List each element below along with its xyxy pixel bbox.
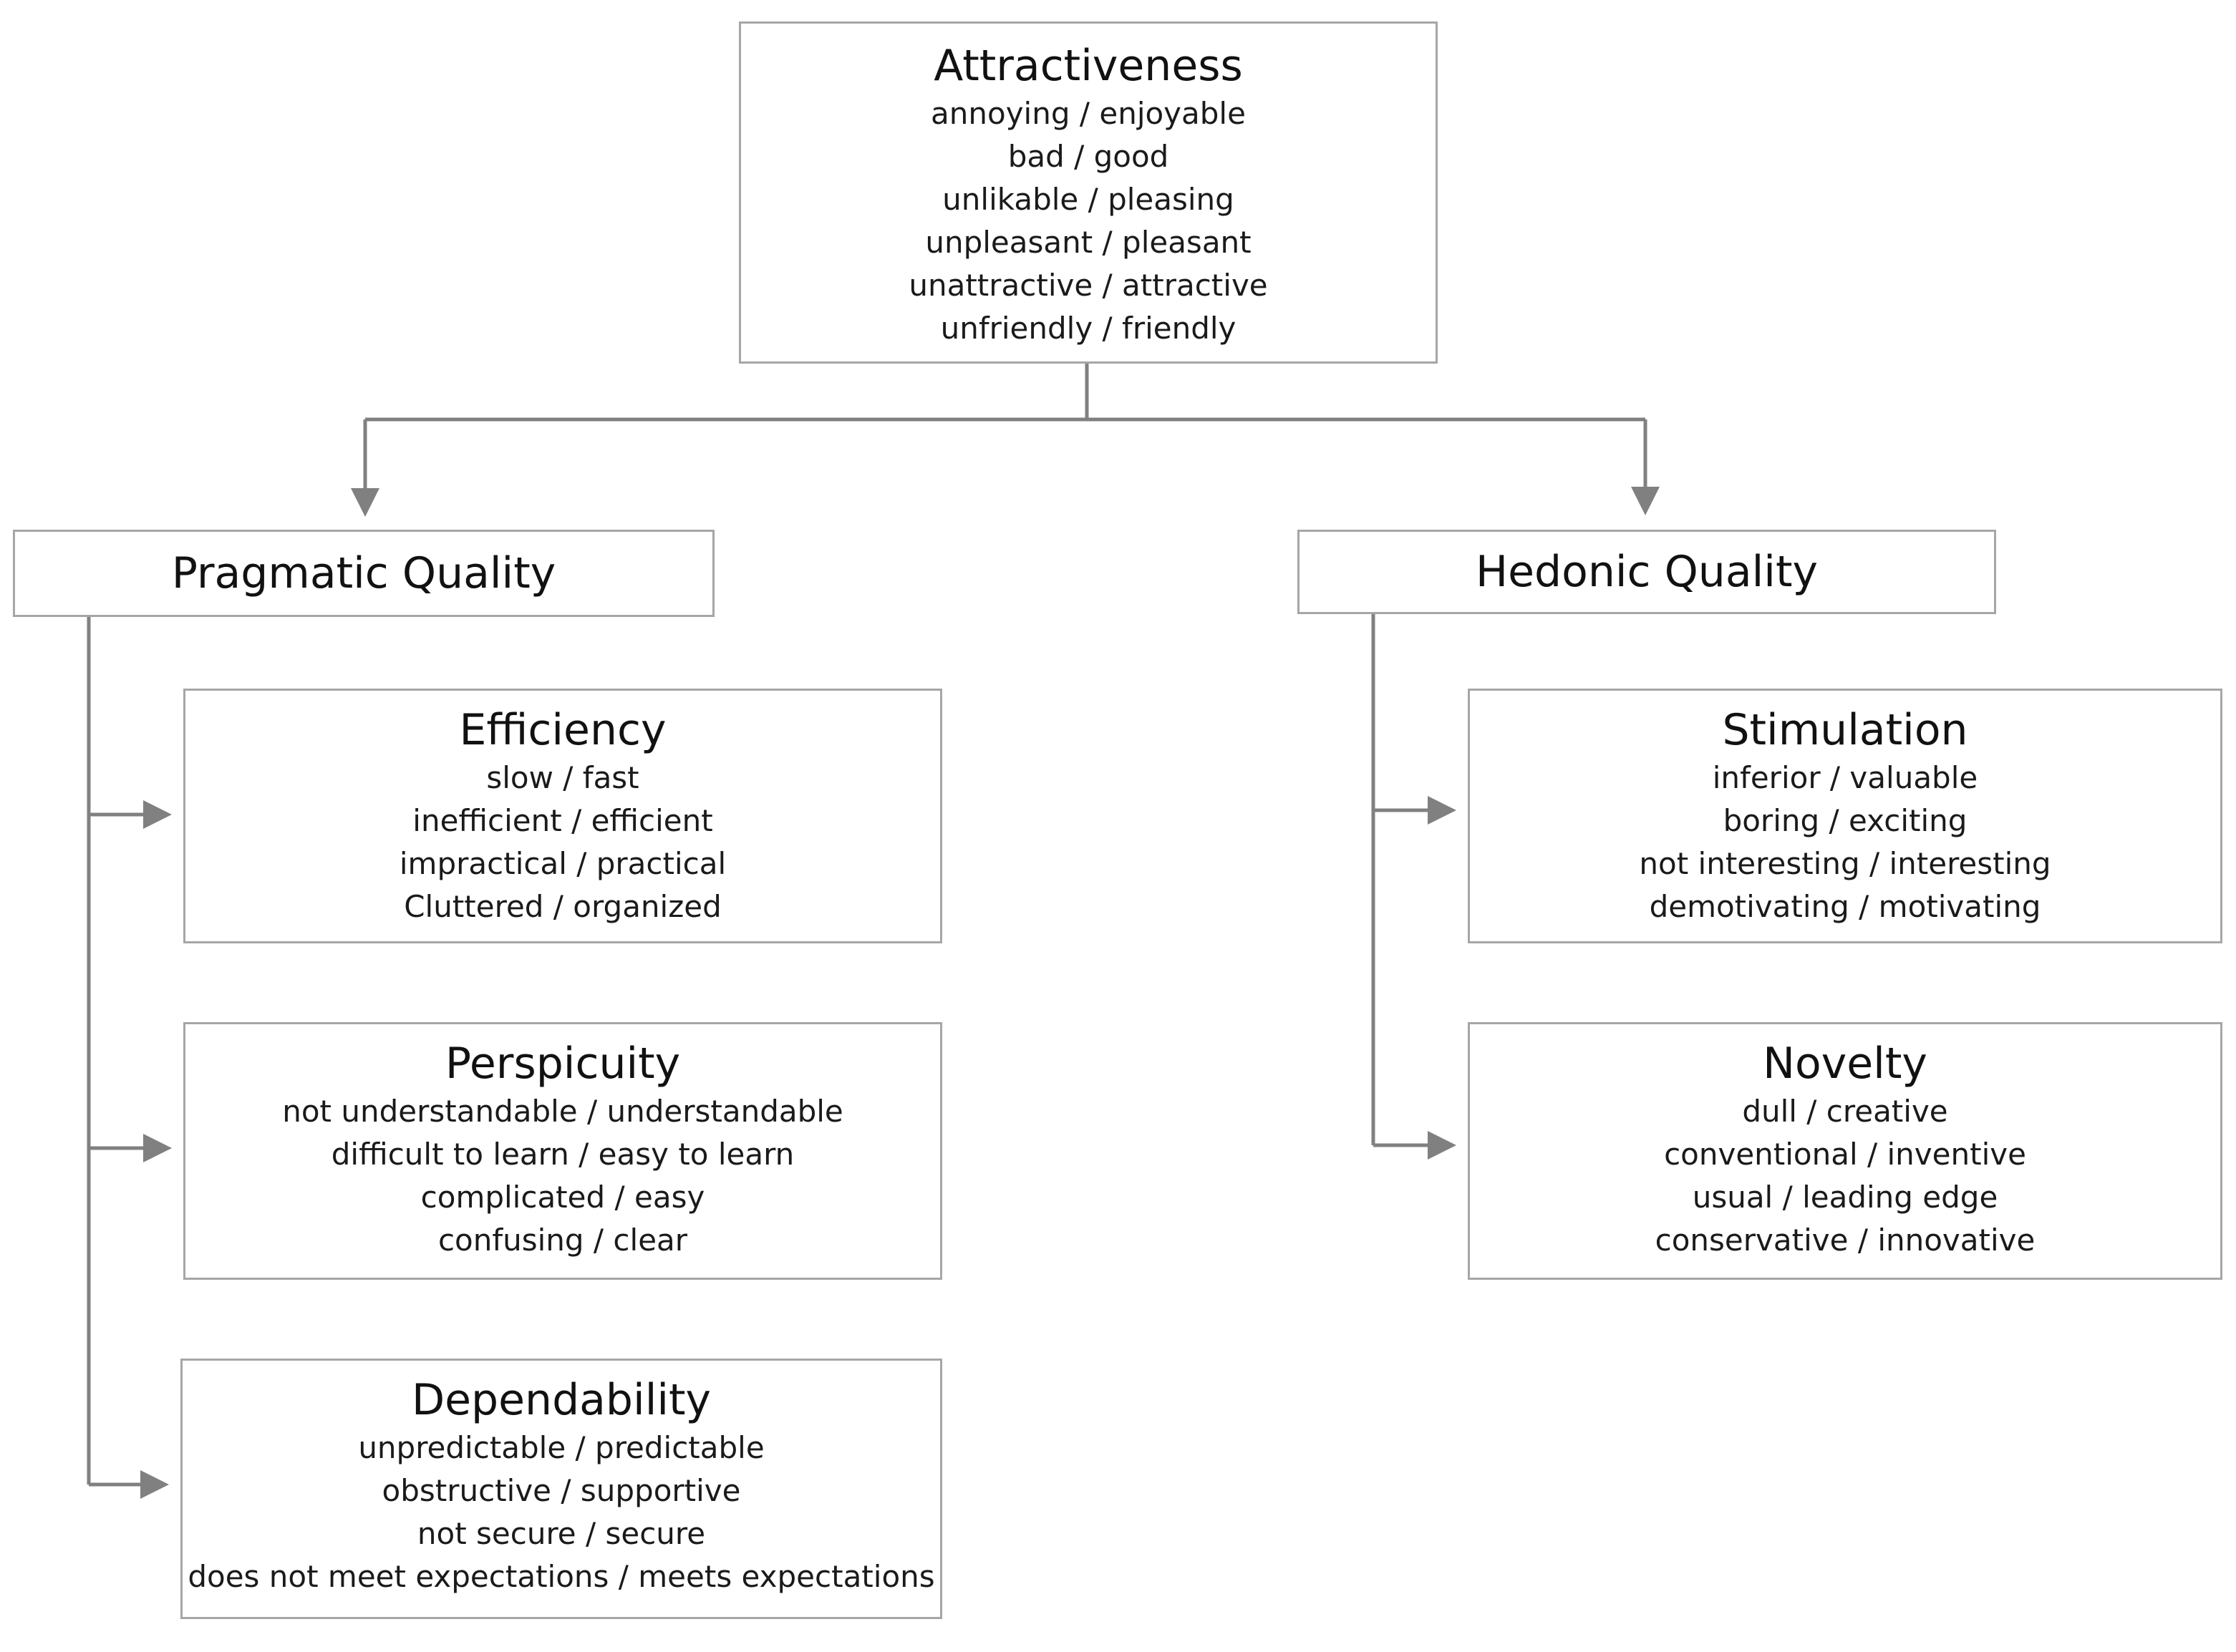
- perspicuity-box: Perspicuity not understandable / underst…: [183, 1022, 942, 1280]
- novelty-item: conservative / innovative: [1655, 1223, 2036, 1258]
- attractiveness-item: unlikable / pleasing: [942, 182, 1234, 217]
- pragmatic-quality-title: Pragmatic Quality: [171, 548, 556, 598]
- novelty-item: conventional / inventive: [1664, 1137, 2026, 1172]
- stimulation-items: inferior / valuable boring / exciting no…: [1470, 757, 2220, 928]
- perspicuity-title: Perspicuity: [445, 1039, 681, 1089]
- attractiveness-box: Attractiveness annoying / enjoyable bad …: [739, 21, 1438, 364]
- stimulation-item: inferior / valuable: [1712, 760, 1978, 795]
- dependability-item: not secure / secure: [417, 1516, 706, 1551]
- attractiveness-item: unfriendly / friendly: [940, 311, 1236, 346]
- novelty-items: dull / creative conventional / inventive…: [1470, 1090, 2220, 1262]
- novelty-box: Novelty dull / creative conventional / i…: [1468, 1022, 2222, 1280]
- attractiveness-title: Attractiveness: [934, 41, 1243, 91]
- dependability-items: unpredictable / predictable obstructive …: [183, 1427, 940, 1598]
- dependability-item: obstructive / supportive: [382, 1473, 741, 1508]
- stimulation-item: demotivating / motivating: [1649, 889, 2041, 924]
- pragmatic-quality-box: Pragmatic Quality: [13, 530, 715, 617]
- attractiveness-items: annoying / enjoyable bad / good unlikabl…: [741, 92, 1436, 350]
- hedonic-quality-box: Hedonic Quality: [1297, 530, 1996, 614]
- dependability-box: Dependability unpredictable / predictabl…: [180, 1359, 942, 1619]
- perspicuity-items: not understandable / understandable diff…: [185, 1090, 940, 1262]
- dependability-item: unpredictable / predictable: [358, 1430, 765, 1465]
- attractiveness-item: bad / good: [1007, 139, 1169, 174]
- efficiency-item: Cluttered / organized: [404, 889, 722, 924]
- stimulation-title: Stimulation: [1722, 705, 1968, 755]
- perspicuity-item: difficult to learn / easy to learn: [331, 1137, 795, 1172]
- perspicuity-item: confusing / clear: [437, 1223, 688, 1258]
- novelty-item: usual / leading edge: [1692, 1180, 1998, 1215]
- novelty-title: Novelty: [1763, 1039, 1927, 1089]
- attractiveness-item: annoying / enjoyable: [931, 96, 1246, 131]
- efficiency-item: inefficient / efficient: [412, 803, 713, 838]
- efficiency-title: Efficiency: [459, 705, 667, 755]
- novelty-item: dull / creative: [1742, 1094, 1948, 1129]
- hedonic-quality-title: Hedonic Quality: [1476, 547, 1818, 597]
- dependability-item: does not meet expectations / meets expec…: [188, 1559, 935, 1594]
- attractiveness-item: unattractive / attractive: [909, 268, 1268, 303]
- efficiency-item: slow / fast: [486, 760, 639, 795]
- efficiency-items: slow / fast inefficient / efficient impr…: [185, 757, 940, 928]
- stimulation-item: not interesting / interesting: [1639, 846, 2051, 881]
- efficiency-item: impractical / practical: [399, 846, 727, 881]
- stimulation-item: boring / exciting: [1723, 803, 1968, 838]
- dependability-title: Dependability: [411, 1375, 712, 1425]
- attractiveness-item: unpleasant / pleasant: [925, 225, 1252, 260]
- perspicuity-item: not understandable / understandable: [282, 1094, 843, 1129]
- perspicuity-item: complicated / easy: [420, 1180, 705, 1215]
- stimulation-box: Stimulation inferior / valuable boring /…: [1468, 689, 2222, 943]
- efficiency-box: Efficiency slow / fast inefficient / eff…: [183, 689, 942, 943]
